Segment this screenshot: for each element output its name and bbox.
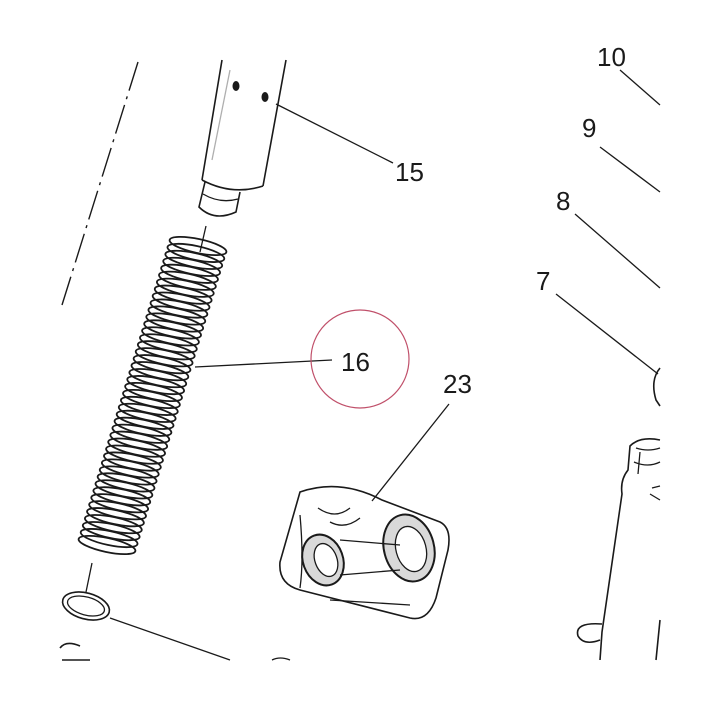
leader-16	[194, 359, 333, 368]
callout-16: 16	[341, 347, 370, 377]
part-15-rod	[198, 59, 287, 217]
callout-10: 10	[597, 42, 626, 72]
callout-23: 23	[443, 369, 472, 399]
spring-coil	[79, 528, 139, 549]
part-16-spring	[77, 235, 228, 556]
spring-coil	[77, 534, 137, 556]
leader-15	[275, 103, 394, 164]
leader-23	[371, 403, 450, 502]
right-assembly-partial	[555, 69, 661, 661]
callout-15: 15	[395, 157, 424, 187]
center-axis-line	[61, 61, 139, 306]
part-23-block	[279, 485, 450, 620]
highlight-circle-16	[310, 309, 410, 409]
leader-clip	[109, 617, 231, 661]
callout-9: 9	[582, 113, 596, 143]
callout-8: 8	[556, 186, 570, 216]
callout-7: 7	[536, 266, 550, 296]
clip-ring	[59, 591, 111, 661]
